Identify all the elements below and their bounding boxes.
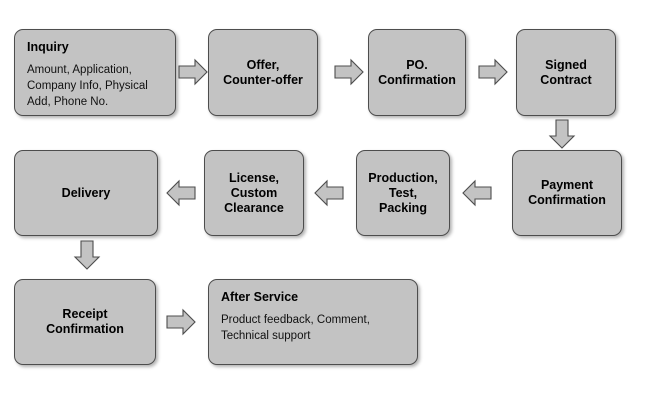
node-production-test-packing[interactable]: Production, Test, Packing: [356, 150, 450, 236]
connector-payment-to-production: [462, 179, 492, 207]
node-delivery-title: Delivery: [61, 185, 111, 200]
connector-offer-to-po: [334, 58, 364, 86]
node-receipt-confirmation[interactable]: Receipt Confirmation: [14, 279, 156, 365]
node-offer-title: Offer, Counter-offer: [223, 57, 303, 87]
node-payment-confirmation-title: Payment Confirmation: [528, 178, 606, 207]
node-production-test-packing-title: Production, Test, Packing: [368, 170, 438, 215]
node-po-confirmation-title: PO. Confirmation: [378, 57, 456, 87]
node-after-service[interactable]: After Service Product feedback, Comment,…: [208, 279, 418, 365]
connector-inquiry-to-offer: [178, 58, 208, 86]
connector-license-to-delivery: [166, 179, 196, 207]
node-signed-contract-title: Signed Contract: [540, 57, 592, 87]
node-inquiry-title: Inquiry: [27, 40, 69, 54]
node-after-service-body: Product feedback, Comment, Technical sup…: [221, 314, 370, 342]
connector-production-to-license: [314, 179, 344, 207]
node-offer[interactable]: Offer, Counter-offer: [208, 29, 318, 116]
node-signed-contract[interactable]: Signed Contract: [516, 29, 616, 116]
connector-receipt-to-after-service: [166, 308, 196, 336]
connector-po-to-signed-contract: [478, 58, 508, 86]
connector-delivery-to-receipt: [73, 240, 101, 270]
node-receipt-confirmation-title: Receipt Confirmation: [46, 307, 124, 336]
node-after-service-title: After Service: [221, 290, 299, 304]
node-payment-confirmation[interactable]: Payment Confirmation: [512, 150, 622, 236]
node-delivery[interactable]: Delivery: [14, 150, 158, 236]
node-inquiry[interactable]: Inquiry Amount, Application, Company Inf…: [14, 29, 176, 116]
connector-signed-contract-to-payment: [548, 119, 576, 149]
node-po-confirmation[interactable]: PO. Confirmation: [368, 29, 466, 116]
node-license-custom-clearance[interactable]: License, Custom Clearance: [204, 150, 304, 236]
node-inquiry-body: Amount, Application, Company Info, Physi…: [27, 64, 148, 108]
node-license-custom-clearance-title: License, Custom Clearance: [224, 170, 284, 215]
